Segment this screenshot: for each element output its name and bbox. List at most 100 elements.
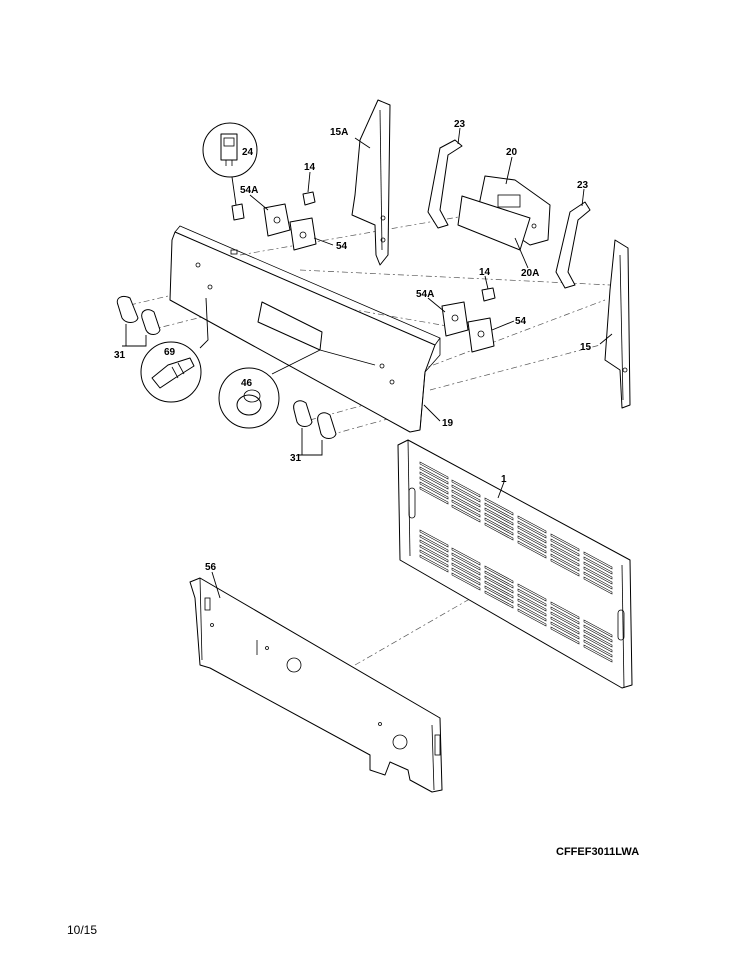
callout-54A-lower: 54A (416, 289, 434, 300)
vent-slot (583, 624, 613, 643)
callout-54A-upper: 54A (240, 185, 258, 196)
rear-bracket-56 (189, 577, 443, 793)
rocker-switch-small (231, 203, 245, 221)
vent-slot (583, 571, 613, 590)
bracket-23-left (427, 139, 463, 229)
knob-31-d (317, 412, 337, 439)
vent-slot (451, 552, 481, 571)
vent-slot (484, 570, 514, 589)
vent-slot (419, 549, 449, 568)
vent-slot (419, 476, 449, 495)
callout-69: 69 (164, 347, 176, 358)
vent-slot (451, 499, 481, 518)
vent-slot (419, 529, 449, 548)
vent-slot (517, 535, 547, 554)
vent-slot (583, 639, 613, 658)
vent-slot (419, 471, 449, 490)
callout-20: 20 (506, 147, 518, 158)
vent-slot (583, 629, 613, 648)
side-trim-15 (604, 239, 631, 409)
vent-slot (451, 547, 481, 566)
vent-slot (550, 548, 580, 567)
vent-slot (419, 461, 449, 480)
vent-slot (484, 565, 514, 584)
vent-slot (517, 515, 547, 534)
vent-slot (451, 489, 481, 508)
vent-slot (484, 585, 514, 604)
vent-slot (451, 562, 481, 581)
vent-slot (517, 525, 547, 544)
callout-14-upper: 14 (304, 162, 316, 173)
vent-slot (550, 553, 580, 572)
detail-circle-24 (202, 122, 258, 178)
callout-15A: 15A (330, 127, 348, 138)
vent-slot (550, 626, 580, 645)
vent-slot (419, 486, 449, 505)
page-number: 10/15 (67, 923, 98, 937)
vent-slot (517, 540, 547, 559)
callout-24: 24 (242, 147, 254, 158)
vent-slot (583, 561, 613, 580)
control-panel-19 (169, 225, 441, 433)
callout-1: 1 (501, 474, 507, 485)
vent-slot (517, 588, 547, 607)
vent-slot (550, 533, 580, 552)
callout-31-left: 31 (114, 350, 126, 361)
knob-31-a (116, 295, 139, 323)
vent-slot (451, 572, 481, 591)
leader-lines (122, 127, 613, 599)
vent-slot (517, 583, 547, 602)
vent-slot (517, 608, 547, 627)
callout-labels: 24 15A 23 20 14 54A 23 54 20A 14 54A 54 … (114, 119, 592, 573)
vent-slot (583, 551, 613, 570)
vent-slot (419, 539, 449, 558)
vent-slot (517, 530, 547, 549)
callout-31-right: 31 (290, 453, 302, 464)
switch-14-lower (481, 287, 496, 302)
vent-slots (419, 461, 613, 663)
side-trim-15A (351, 99, 391, 266)
vent-slot (517, 520, 547, 539)
infinite-switch-54-lower (467, 317, 495, 353)
vent-slot (451, 557, 481, 576)
vent-slot (419, 481, 449, 500)
knob-31-b (141, 309, 161, 335)
infinite-switch-54A-lower (441, 301, 469, 337)
infinite-switch-54-upper (289, 217, 317, 251)
callout-15: 15 (580, 342, 592, 353)
vent-slot (451, 479, 481, 498)
infinite-switch-54A-upper (263, 203, 291, 237)
callout-23-right: 23 (577, 180, 589, 191)
callout-56: 56 (205, 562, 217, 573)
vent-slot (484, 522, 514, 541)
vent-slot (484, 580, 514, 599)
callout-14-lower: 14 (479, 267, 491, 278)
vent-slot (583, 566, 613, 585)
vent-slot (550, 543, 580, 562)
vent-slot (550, 616, 580, 635)
vent-slot (583, 556, 613, 575)
vent-slot (550, 611, 580, 630)
vent-slot (583, 576, 613, 595)
callout-54-lower: 54 (515, 316, 527, 327)
callout-23-left: 23 (454, 119, 466, 130)
vent-slot (517, 598, 547, 617)
vent-slot (419, 466, 449, 485)
model-code: CFFEF3011LWA (556, 846, 640, 858)
vent-slot (484, 507, 514, 526)
vent-slot (484, 497, 514, 516)
vent-slot (451, 567, 481, 586)
vent-slot (550, 606, 580, 625)
vent-slot (451, 484, 481, 503)
switch-14-upper (302, 191, 316, 206)
vent-slot (550, 538, 580, 557)
callout-54-upper: 54 (336, 241, 348, 252)
vent-slot (517, 603, 547, 622)
vent-slot (550, 558, 580, 577)
vent-slot (419, 554, 449, 573)
vent-slot (484, 575, 514, 594)
callout-46: 46 (241, 378, 253, 389)
detail-circle-46 (218, 367, 280, 429)
vent-slot (484, 502, 514, 521)
